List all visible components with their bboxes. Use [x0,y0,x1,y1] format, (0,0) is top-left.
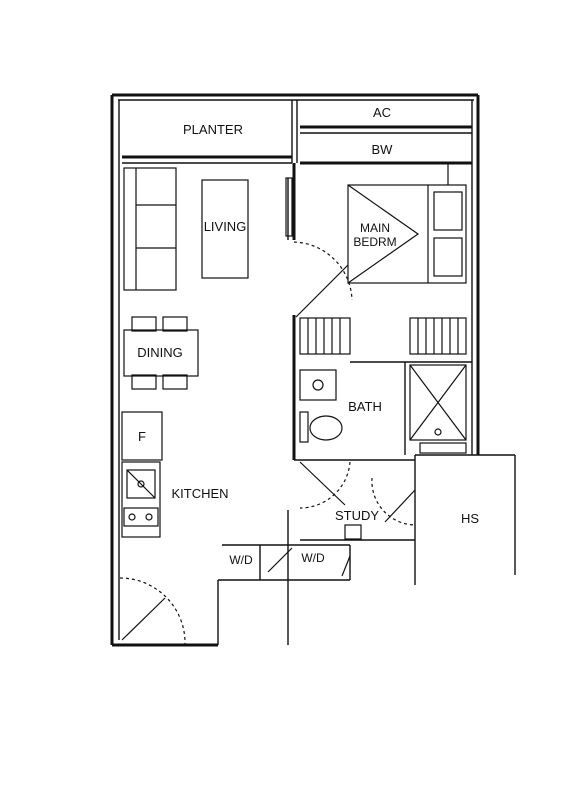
label-bw: BW [372,142,394,157]
label-fridge: F [138,429,146,444]
kitchen-counter [121,461,161,538]
doors [119,177,416,646]
interior-walls [222,163,472,645]
label-wd-right: W/D [301,551,325,565]
label-hs: HS [461,511,479,526]
room-labels: PLANTER AC BW LIVING MAIN BEDRM DINING F… [137,105,479,567]
label-study: STUDY [335,508,379,523]
planter-area [122,100,298,164]
label-dining: DINING [137,345,183,360]
label-bath: BATH [348,399,382,414]
bathroom-fixtures [299,364,467,454]
living-furniture [123,167,249,291]
fridge [121,411,163,461]
bedroom-furniture [347,163,467,284]
wardrobes [299,317,467,355]
label-planter: PLANTER [183,122,243,137]
label-wd-left: W/D [229,553,253,567]
label-main-bedrm-line1: MAIN [360,221,390,235]
label-kitchen: KITCHEN [171,486,228,501]
outer-walls [110,93,516,647]
ac-bw-area [300,125,472,165]
label-ac: AC [373,105,391,120]
label-main-bedrm-line2: BEDRM [353,235,396,249]
label-living: LIVING [204,219,247,234]
dining-set [123,316,199,390]
